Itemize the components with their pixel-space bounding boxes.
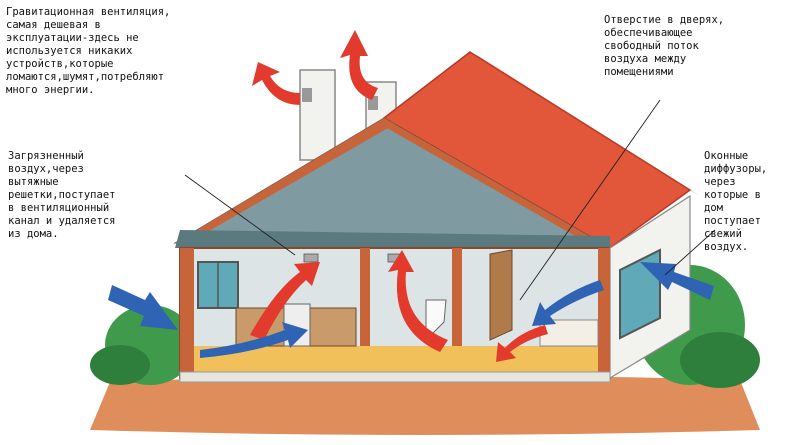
fresh-arrow-floor	[200, 322, 308, 358]
exhaust-arrow-bath	[388, 250, 448, 352]
ground	[90, 375, 760, 435]
exhaust-arrow-kitchen	[250, 262, 320, 340]
chimney-left	[299, 69, 336, 161]
label-window-diffusers: Оконные диффузоры, через которые в дом п…	[704, 150, 768, 253]
leader-line-polluted	[184, 174, 296, 256]
exhaust-arrow-chimney-right	[340, 30, 378, 100]
leader-line-window	[664, 229, 716, 276]
fresh-arrow-right	[640, 262, 714, 300]
door	[489, 249, 513, 341]
label-gravity-ventilation: Гравитационная вентиляция, самая дешевая…	[6, 6, 171, 96]
fresh-arrow-bedroom	[532, 280, 604, 326]
fresh-arrow-left	[108, 285, 178, 330]
label-polluted-air: Загрязненный воздух,через вытяжные решет…	[8, 150, 116, 240]
exhaust-arrow-chimney-left	[252, 62, 300, 105]
label-door-opening: Отверстие в дверях, обеспечивающее свобо…	[604, 14, 725, 78]
leader-line-door	[519, 99, 661, 301]
floor	[194, 346, 598, 372]
exhaust-arrow-bedroom	[496, 325, 548, 362]
